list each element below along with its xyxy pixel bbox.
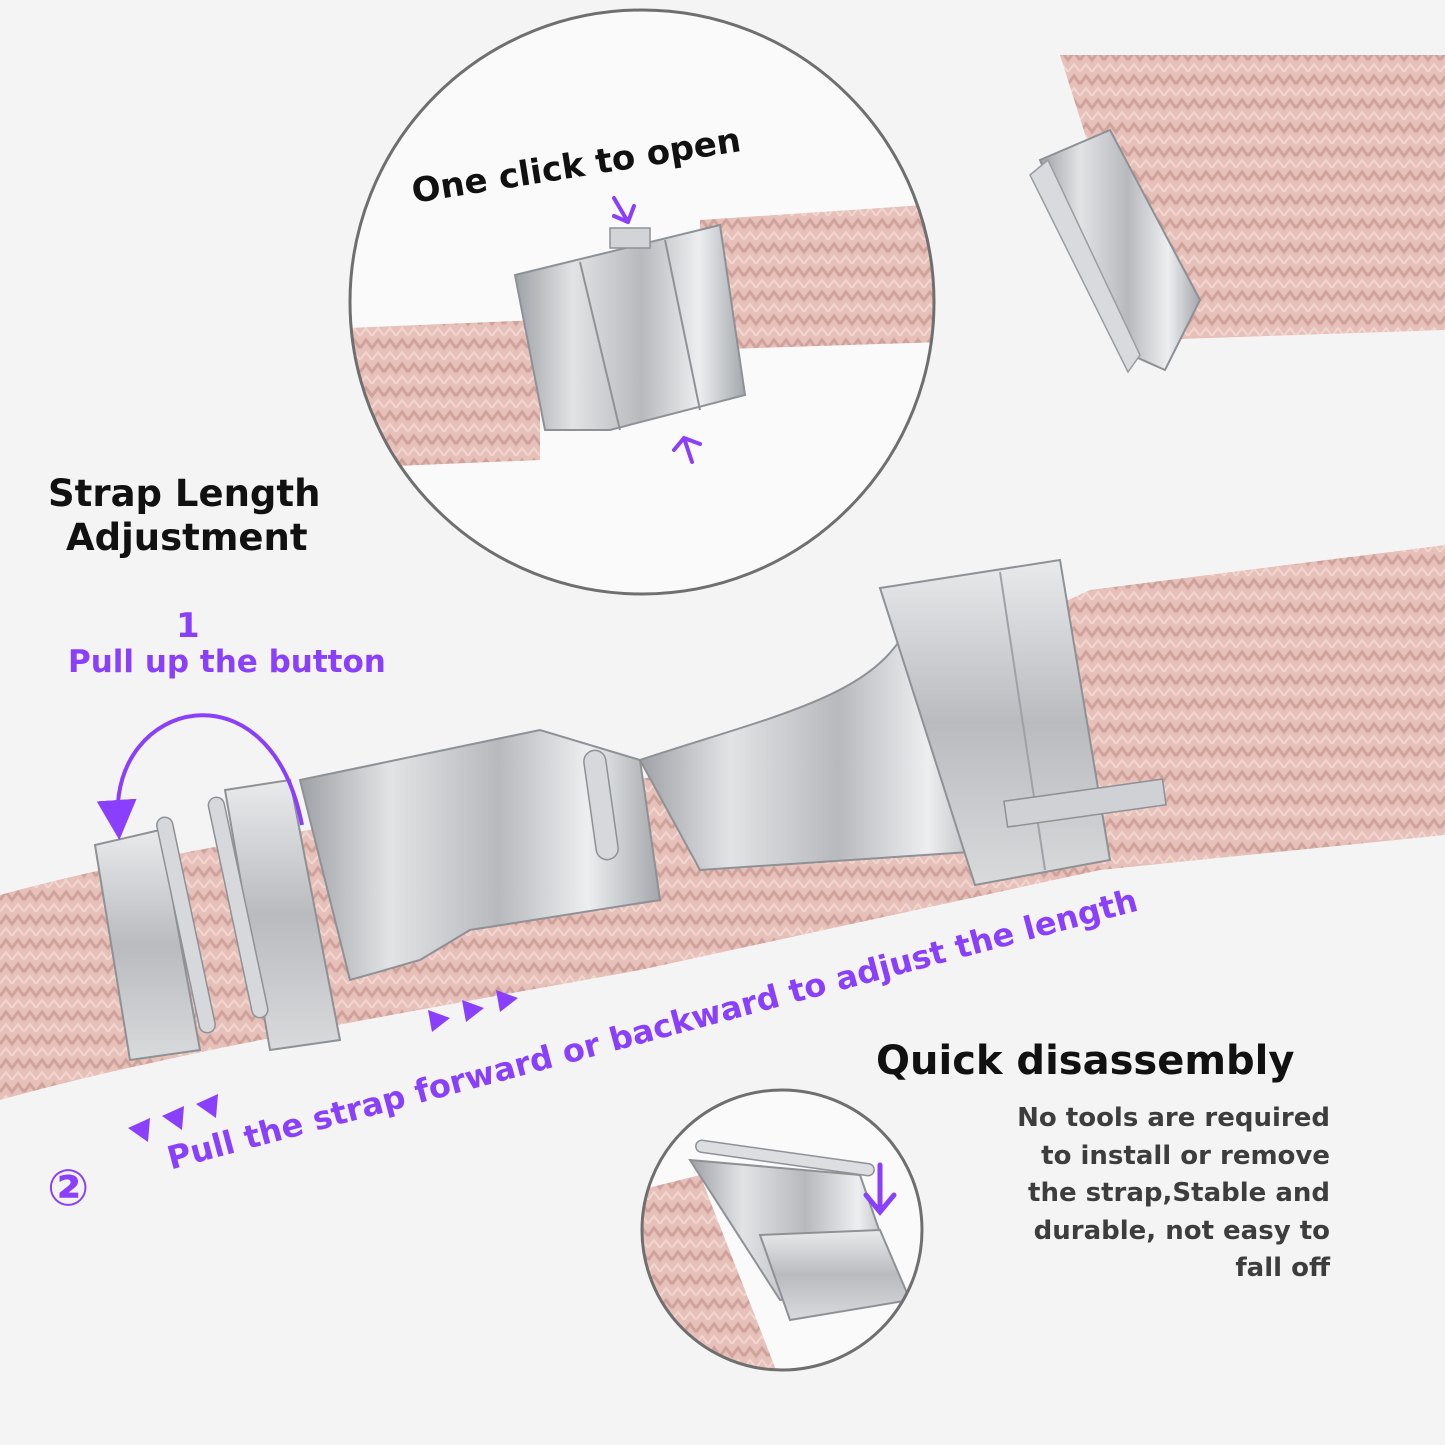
quick-disassembly-title: Quick disassembly [876, 1038, 1295, 1084]
step1-label: Pull up the button [68, 644, 386, 680]
disassembly-desc-line: No tools are required [1017, 1103, 1330, 1133]
press-arrow-bottom-icon [672, 436, 702, 464]
disassembly-desc-line: the strap,Stable and [1028, 1178, 1330, 1208]
magnifier-clasp-closeup [348, 8, 936, 596]
folding-clasp [93, 558, 1167, 1062]
step2-number: ② [47, 1159, 90, 1217]
backward-triangles-icon [128, 1094, 218, 1142]
press-arrow-springbar-icon [863, 1162, 897, 1216]
disassembly-description: No tools are required to install or remo… [950, 1100, 1330, 1288]
pull-up-curved-arrow-icon [96, 713, 304, 840]
magnifier-springbar-closeup [640, 1088, 924, 1372]
step1-number: 1 [176, 606, 200, 646]
disassembly-desc-line: to install or remove [1041, 1140, 1330, 1171]
disassembly-desc-line: durable, not easy to [1033, 1215, 1330, 1246]
strap-end-connector [1029, 128, 1202, 374]
press-arrow-top-icon [612, 196, 636, 224]
strap-length-title-line1: Strap Length [48, 472, 321, 515]
annotation-marks [96, 196, 897, 1216]
disassembly-desc-line: fall off [1235, 1253, 1330, 1283]
strap-length-title-line2: Adjustment [66, 516, 308, 559]
forward-triangles-icon [428, 990, 518, 1032]
